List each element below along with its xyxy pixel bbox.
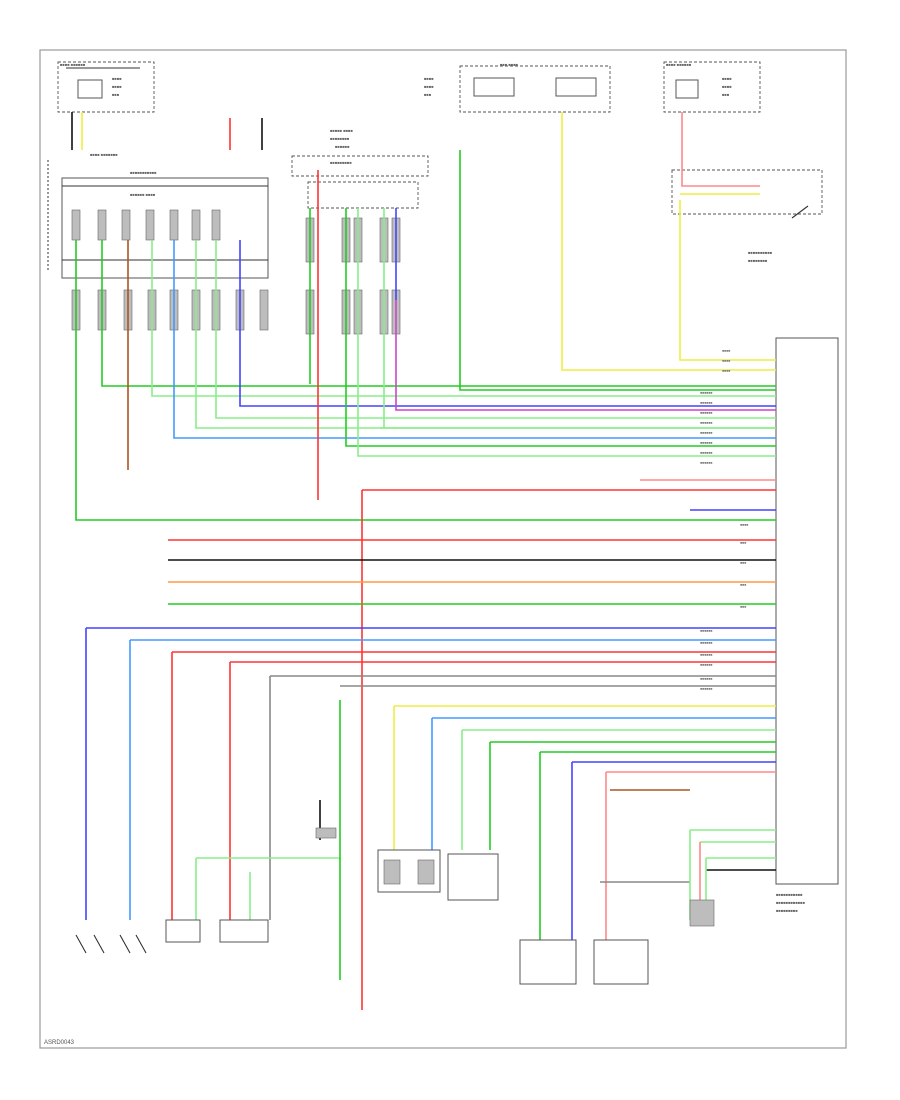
svg-text:■■■■: ■■■■ — [112, 84, 122, 89]
svg-text:■■■: ■■■ — [740, 605, 746, 609]
bottom-components — [75, 827, 715, 985]
svg-text:■■■■: ■■■■ — [722, 359, 730, 363]
range-switch-connectors — [71, 209, 401, 335]
svg-text:■■■■: ■■■■ — [424, 76, 434, 81]
wire-label-markers: ■■■■ ■■■■ ■■■■ ■■■■■■ ■■■■■■ ■■■■■■ ■■■■… — [700, 349, 748, 691]
svg-text:■■■■■ ■■■■: ■■■■■ ■■■■ — [330, 128, 353, 133]
svg-text:■■■: ■■■ — [424, 92, 432, 97]
svg-text:■■■: ■■■ — [740, 583, 746, 587]
svg-text:■■■■■■: ■■■■■■ — [700, 391, 712, 395]
svg-text:■■■■■■: ■■■■■■ — [700, 629, 712, 633]
svg-text:■■■■■■■■■■■: ■■■■■■■■■■■ — [776, 892, 803, 897]
top-right-fuse-box: ■■■■ ■■■■■■ ■■■■ ■■■■ ■■■ — [663, 61, 761, 113]
svg-text:■■■■: ■■■■ — [722, 369, 730, 373]
svg-text:■■■: ■■■ — [112, 92, 120, 97]
svg-text:■■■■: ■■■■ — [424, 84, 434, 89]
svg-text:■■■■: ■■■■ — [722, 84, 732, 89]
top-center-fuse-box: ■■■ ■■■■ ■■■■ ■■■■ ■■■ — [424, 62, 611, 113]
svg-text:■■■■■■■■■■■■: ■■■■■■■■■■■■ — [776, 900, 806, 905]
transmission-range-switch-box: ■■■■ ■■■■■■■ ■■■■■■■■■■■ ■■■■■■ ■■■■ — [61, 152, 269, 279]
svg-text:■■■■■■: ■■■■■■ — [700, 401, 712, 405]
svg-text:■■■: ■■■ — [722, 92, 730, 97]
svg-text:■■■■■■: ■■■■■■ — [700, 641, 712, 645]
svg-text:■■■■: ■■■■ — [722, 76, 732, 81]
svg-text:■■■■■■■■■: ■■■■■■■■■ — [330, 160, 352, 165]
svg-text:■■■■■■: ■■■■■■ — [700, 451, 712, 455]
diagram-frame — [39, 49, 847, 1049]
svg-text:■■■: ■■■ — [740, 561, 746, 565]
svg-text:■■■■■■: ■■■■■■ — [700, 421, 712, 425]
svg-text:■■■ ■■■■: ■■■ ■■■■ — [500, 62, 519, 67]
svg-text:■■■■: ■■■■ — [722, 349, 730, 353]
svg-text:■■■■■■: ■■■■■■ — [700, 441, 712, 445]
svg-text:■■■■■■■■: ■■■■■■■■ — [330, 136, 350, 141]
svg-text:■■■■■■■■: ■■■■■■■■ — [748, 258, 768, 263]
svg-text:■■■■ ■■■■■■: ■■■■ ■■■■■■ — [60, 62, 86, 67]
svg-text:■■■■ ■■■■■■■: ■■■■ ■■■■■■■ — [90, 152, 118, 157]
svg-text:■■■: ■■■ — [740, 541, 746, 545]
diagram-code: ASRD0043 — [44, 1040, 75, 1046]
svg-text:■■■■■■: ■■■■■■ — [700, 663, 712, 667]
svg-text:■■■■: ■■■■ — [112, 76, 122, 81]
center-connector-box: ■■■■■ ■■■■ ■■■■■■■■ ■■■■■■ ■■■■■■■■■ — [291, 128, 429, 209]
engine-control-module: ■■■■■■■■■■■ ■■■■■■■■■■■■ ■■■■■■■■■ — [775, 337, 839, 913]
svg-text:■■■■■■: ■■■■■■ — [700, 431, 712, 435]
svg-text:■■■■■■: ■■■■■■ — [700, 687, 712, 691]
svg-text:■■■■: ■■■■ — [740, 523, 748, 527]
svg-text:■■■■■■ ■■■■: ■■■■■■ ■■■■ — [130, 192, 156, 197]
svg-text:■■■■ ■■■■■■: ■■■■ ■■■■■■ — [666, 62, 692, 67]
svg-text:■■■■■■■■■: ■■■■■■■■■ — [776, 908, 798, 913]
svg-text:■■■■■■: ■■■■■■ — [700, 677, 712, 681]
svg-text:■■■■■■■■■■■: ■■■■■■■■■■■ — [130, 170, 157, 175]
svg-text:■■■■■■■■■■: ■■■■■■■■■■ — [748, 250, 773, 255]
wire-runs — [71, 112, 776, 1010]
top-left-fuse-box: ■■■■ ■■■■■■ ■■■■ ■■■■ ■■■ — [57, 61, 155, 113]
svg-text:■■■■■■: ■■■■■■ — [335, 144, 350, 149]
svg-text:■■■■■■: ■■■■■■ — [700, 653, 712, 657]
svg-text:■■■■■■: ■■■■■■ — [700, 461, 712, 465]
brake-switch: ■■■■■■■■■■ ■■■■■■■■ — [671, 169, 823, 263]
svg-text:■■■■■■: ■■■■■■ — [700, 411, 712, 415]
